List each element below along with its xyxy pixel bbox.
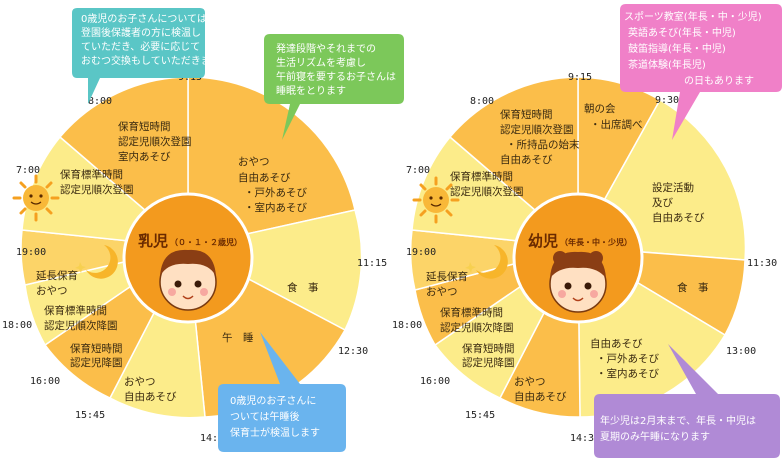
infant-subtitle: （０・１・２歳児）	[170, 237, 242, 247]
infant-seg-short-in-l3: 室内あそび	[118, 150, 171, 163]
infant-seg-free-l4: ・室内あそび	[244, 201, 307, 214]
child-seg-assembly-l2: ・出席調べ	[590, 118, 643, 131]
child-bubble-tr-l4: 茶道体験(年長児)	[628, 58, 706, 71]
infant-seg-std-out-l1: 保育標準時間	[44, 304, 107, 317]
infant-time-1900: 19:00	[16, 247, 46, 258]
infant-time-1445: 14:45	[200, 433, 230, 444]
infant-seg-meal-text: 食 事	[287, 281, 319, 294]
infant-time-1600: 16:00	[30, 376, 60, 387]
infant-bubble-tr-l4: 睡眠をとります	[276, 84, 346, 97]
child-seg-short-in-l2: 認定児順次登園	[500, 123, 574, 136]
child-seg-assembly-l1: 朝の会	[584, 102, 616, 115]
infant-time-0800: 8:00	[88, 96, 112, 107]
child-bubble-tr-l5: の日もあります	[684, 75, 754, 87]
child-seg-free-l3: ・室内あそび	[596, 367, 659, 380]
infant-seg-std-in-l1: 保育標準時間	[60, 168, 123, 181]
infant-bubble-top-right: 発達段階やそれまでの 生活リズムを考慮し 午前寝を要するお子さんは 睡眠をとりま…	[264, 34, 404, 140]
child-subtitle: （年長・中・少児）	[560, 237, 632, 247]
child-seg-free-l1: 自由あそび	[590, 337, 643, 350]
infant-seg-short-in-l2: 認定児順次登園	[118, 135, 192, 148]
child-time-1600: 16:00	[420, 376, 450, 387]
child-time-1300: 13:00	[726, 346, 756, 357]
infant-time-0700: 7:00	[16, 165, 40, 176]
child-time-1430: 14:30	[570, 433, 600, 444]
child-seg-oyatsu2-l1: おやつ	[514, 376, 546, 388]
child-bubble-b-l2: 夏期のみ午睡になります	[600, 430, 710, 443]
infant-bubble-tl-l1: 0歳児のお子さんについては	[81, 13, 207, 25]
child-seg-extended-l1: 延長保育	[426, 270, 468, 283]
infant-time-1230: 12:30	[338, 346, 368, 357]
infant-bubble-top-left: 0歳児のお子さんについては 登園後保護者の方に検温し ていただき、必要に応じて …	[72, 8, 221, 104]
child-seg-std-out-l2: 認定児順次降園	[440, 321, 514, 334]
child-bubble-tr-l2: 英語あそび(年長・中児)	[628, 26, 736, 39]
infant-bubble-bottom: 0歳児のお子さんに ついては午睡後 保育士が検温します	[218, 332, 346, 452]
child-clock: 幼児 （年長・中・少児） 9:15 9:30 11:30 13:00 14:30…	[392, 72, 777, 444]
child-seg-std-out-l1: 保育標準時間	[440, 306, 503, 319]
infant-bubble-b-l1: 0歳児のお子さんに	[230, 395, 316, 407]
child-bubble-tr-l1: スポーツ教室(年長・中・少児)	[624, 10, 762, 23]
child-time-0700: 7:00	[406, 165, 430, 176]
moon-icon	[75, 245, 118, 279]
child-time-1545: 15:45	[465, 410, 495, 421]
infant-seg-short-in-l1: 保育短時間	[118, 120, 171, 133]
boy-face-icon	[159, 249, 217, 311]
child-seg-activity-l3: 自由あそび	[652, 211, 705, 224]
infant-bubble-b-l3: 保育士が検温します	[230, 426, 320, 439]
infant-seg-short-out-l2: 認定児降園	[70, 356, 123, 369]
child-time-1800: 18:00	[392, 320, 422, 331]
child-seg-short-in-l3: ・所持品の始末	[506, 138, 580, 151]
infant-bubble-b-l2: ついては午睡後	[230, 410, 300, 423]
infant-bubble-tl-l4: おむつ交換もしていただきます	[81, 54, 221, 67]
child-bubble-b-l1: 年少児は2月末まで、年長・中児は	[600, 414, 756, 427]
girl-face-icon	[549, 251, 607, 313]
child-time-1130: 11:30	[747, 258, 777, 269]
infant-bubble-tr-l1: 発達段階やそれまでの	[276, 42, 376, 55]
infant-seg-extended-l2: おやつ	[36, 285, 68, 297]
child-bubble-bottom: 年少児は2月末まで、年長・中児は 夏期のみ午睡になります	[594, 344, 780, 458]
infant-seg-free-l3: ・戸外あそび	[244, 187, 307, 199]
infant-seg-std-in-l2: 認定児順次登園	[60, 183, 134, 196]
child-seg-extended-l2: おやつ	[426, 286, 458, 298]
child-seg-short-out-l1: 保育短時間	[462, 342, 515, 355]
infant-seg-nap-text: 午 睡	[222, 331, 254, 344]
child-bubble-top-right: スポーツ教室(年長・中・少児) 英語あそび(年長・中児) 鼓笛指導(年長・中児)…	[620, 4, 782, 140]
infant-seg-free-l2: 自由あそび	[238, 171, 291, 184]
moon-icon	[465, 245, 508, 279]
infant-time-1115: 11:15	[357, 258, 387, 269]
child-time-0800: 8:00	[470, 96, 494, 107]
infant-seg-free-l1: おやつ	[238, 156, 270, 168]
infant-title: 乳児	[138, 232, 168, 250]
child-time-0915: 9:15	[568, 72, 592, 83]
sun-icon	[412, 176, 460, 224]
infant-time-1800: 18:00	[2, 320, 32, 331]
child-seg-std-in-l2: 認定児順次登園	[450, 185, 524, 198]
child-seg-short-in-l1: 保育短時間	[500, 108, 553, 121]
infant-bubble-tr-l2: 生活リズムを考慮し	[276, 56, 366, 69]
infant-time-1545: 15:45	[75, 410, 105, 421]
child-time-1900: 19:00	[406, 247, 436, 258]
child-seg-short-in-l4: 自由あそび	[500, 153, 553, 166]
infant-seg-oyatsu2-l1: おやつ	[124, 376, 156, 388]
child-seg-oyatsu2-l2: 自由あそび	[514, 390, 567, 403]
infant-bubble-tl-l2: 登園後保護者の方に検温し	[81, 26, 201, 39]
infant-seg-oyatsu2-l2: 自由あそび	[124, 390, 177, 403]
infant-bubble-tl-l3: ていただき、必要に応じて	[81, 40, 200, 53]
child-seg-free-l2: ・戸外あそび	[596, 353, 659, 365]
infant-bubble-tr-l3: 午前寝を要するお子さんは	[276, 70, 396, 83]
child-seg-short-out-l2: 認定児降園	[462, 356, 515, 369]
child-seg-activity-l1: 設定活動	[652, 181, 694, 194]
child-seg-meal-text: 食 事	[677, 281, 709, 294]
infant-seg-extended-l1: 延長保育	[36, 269, 78, 282]
infant-seg-short-out-l1: 保育短時間	[70, 342, 123, 355]
child-seg-std-in-l1: 保育標準時間	[450, 170, 513, 183]
sun-icon	[12, 174, 60, 222]
child-bubble-tr-l3: 鼓笛指導(年長・中児)	[628, 42, 726, 55]
child-time-0930: 9:30	[655, 95, 679, 106]
child-seg-activity-l2: 及び	[652, 197, 673, 209]
child-title: 幼児	[528, 232, 558, 250]
infant-clock: 乳児 （０・１・２歳児） 9:15 11:15 12:30 14:45 15:4…	[2, 72, 387, 444]
infant-seg-std-out-l2: 認定児順次降園	[44, 319, 118, 332]
